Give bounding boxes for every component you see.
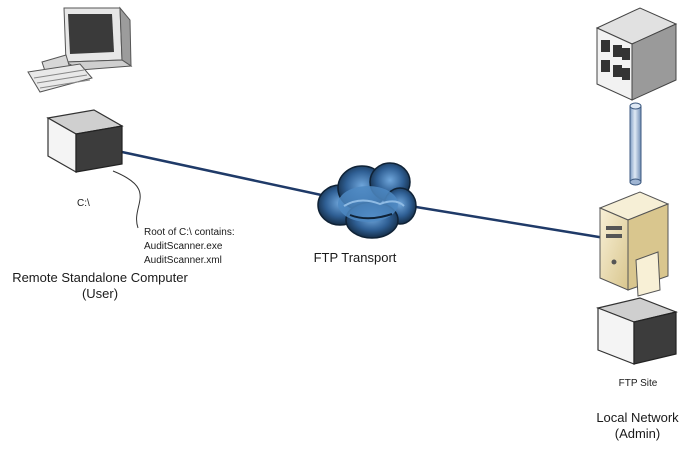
link-remote-to-cloud: [121, 150, 327, 198]
remote-drive-label: C:\: [77, 198, 90, 209]
remote-computer-label: Remote Standalone Computer (User): [0, 270, 200, 303]
local-network-label: Local Network (Admin): [586, 410, 689, 443]
remote-computer-label-line: Remote Standalone Computer: [12, 270, 188, 285]
connector-cylinder-icon: [629, 102, 642, 186]
ftp-site-label: FTP Site: [618, 378, 658, 389]
local-network-label-line: (Admin): [614, 426, 661, 442]
desktop-computer-icon: [27, 6, 133, 93]
remote-computer-label-line: (User): [81, 286, 119, 302]
root-note-line: AuditScanner.xml: [144, 255, 222, 266]
building-icon: [595, 7, 678, 101]
ftp-cloud-icon: [317, 162, 417, 239]
ftp-site-box-icon: [595, 297, 679, 365]
transport-label: FTP Transport: [313, 250, 397, 265]
ftp-server-icon: [598, 191, 670, 297]
root-note-line: AuditScanner.exe: [144, 241, 223, 252]
root-note: Root of C:\ contains: AuditScanner.exe A…: [144, 226, 235, 268]
callout-line: [112, 170, 141, 229]
local-network-label-line: Local Network: [596, 410, 679, 425]
remote-drive-box-icon: [46, 109, 124, 174]
root-note-line: Root of C:\ contains:: [144, 227, 235, 238]
link-cloud-to-ftp-server: [409, 204, 606, 240]
